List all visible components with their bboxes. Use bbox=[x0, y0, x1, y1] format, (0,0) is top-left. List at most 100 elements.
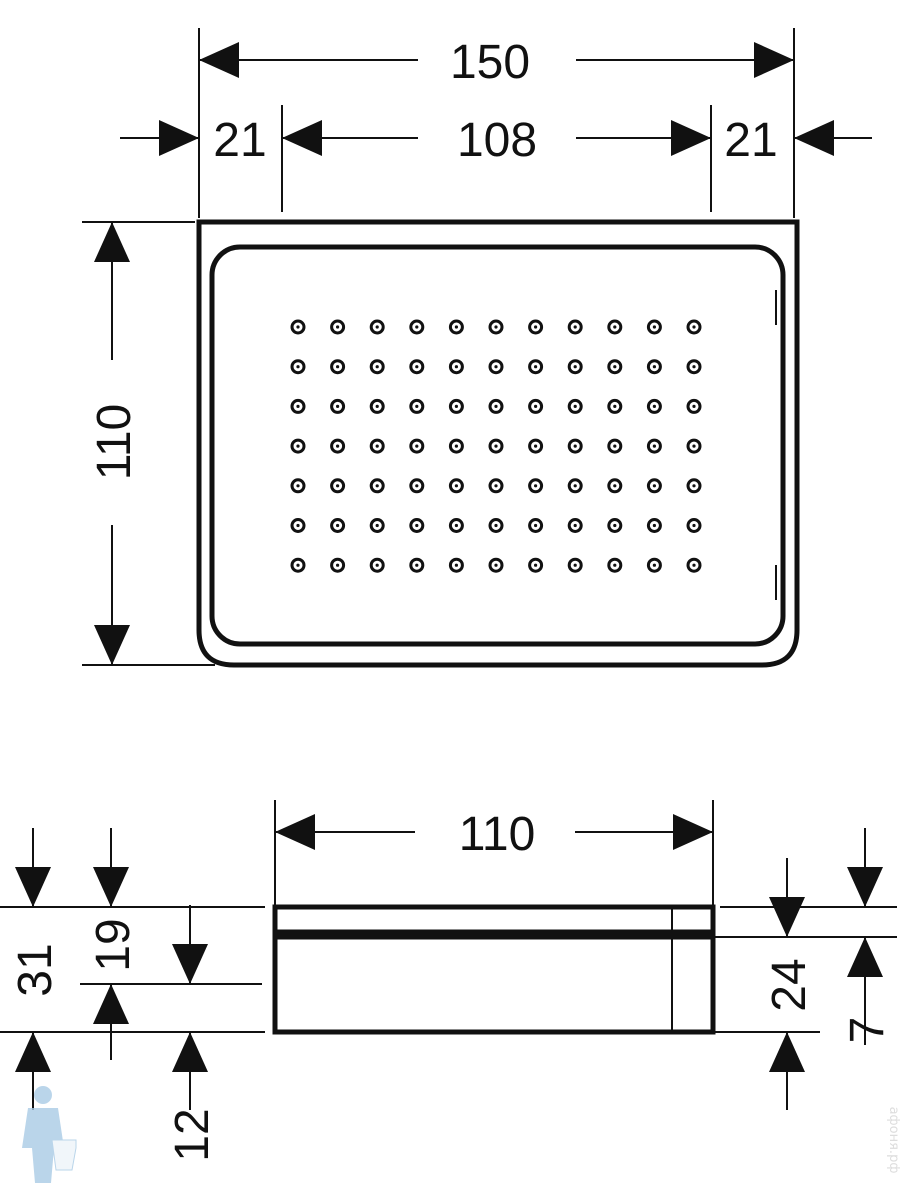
drain-hole bbox=[290, 319, 306, 335]
drain-hole-center bbox=[296, 563, 300, 567]
drain-hole-center bbox=[454, 444, 458, 448]
drain-hole-center bbox=[336, 404, 340, 408]
drain-hole-center bbox=[296, 444, 300, 448]
drain-hole-center bbox=[375, 325, 379, 329]
drain-hole-grid bbox=[290, 319, 702, 573]
drain-hole bbox=[369, 518, 385, 533]
drain-hole bbox=[488, 398, 504, 414]
drain-hole-center bbox=[494, 365, 498, 369]
watermark-text: афоня.рф bbox=[886, 1107, 900, 1174]
drain-hole bbox=[369, 438, 385, 454]
drain-hole-center bbox=[296, 365, 300, 369]
drain-hole-center bbox=[613, 563, 617, 567]
drain-hole bbox=[686, 518, 702, 533]
drain-hole-center bbox=[296, 523, 300, 528]
drain-hole-center bbox=[613, 523, 617, 528]
drain-hole-center bbox=[415, 325, 419, 329]
drain-hole bbox=[607, 518, 623, 533]
dim-lower-offset: 12 bbox=[166, 1108, 219, 1161]
drain-hole-center bbox=[692, 444, 696, 448]
drain-hole-center bbox=[573, 325, 577, 329]
drain-hole-center bbox=[336, 484, 340, 488]
drain-hole-center bbox=[415, 404, 419, 408]
drain-hole bbox=[290, 518, 306, 533]
tray-top-view bbox=[196, 219, 800, 668]
dim-body-height: 24 bbox=[763, 958, 816, 1011]
drain-hole bbox=[330, 478, 346, 494]
drain-hole bbox=[409, 518, 425, 533]
drain-hole-center bbox=[534, 404, 538, 408]
drain-hole-center bbox=[573, 484, 577, 488]
drain-hole bbox=[607, 319, 623, 335]
dimension-lines bbox=[14, 42, 883, 1110]
drain-hole bbox=[488, 557, 504, 573]
dim-left-margin: 21 bbox=[213, 114, 266, 167]
drain-hole bbox=[330, 438, 346, 454]
drain-hole-center bbox=[494, 444, 498, 448]
drain-hole bbox=[409, 438, 425, 454]
drain-hole bbox=[528, 398, 544, 414]
drain-hole bbox=[528, 518, 544, 533]
drain-hole-center bbox=[336, 523, 340, 528]
drain-hole-center bbox=[613, 444, 617, 448]
drain-hole-center bbox=[692, 404, 696, 408]
drain-hole bbox=[369, 319, 385, 335]
drain-hole-center bbox=[415, 365, 419, 369]
drain-hole bbox=[686, 319, 702, 335]
drain-hole bbox=[369, 478, 385, 494]
drain-hole bbox=[646, 438, 662, 454]
drain-hole-center bbox=[573, 404, 577, 408]
dim-upper-height: 19 bbox=[87, 918, 140, 971]
drain-hole bbox=[567, 478, 583, 494]
drain-hole-center bbox=[336, 365, 340, 369]
drain-hole bbox=[409, 478, 425, 494]
drain-hole-center bbox=[534, 365, 538, 369]
drain-hole bbox=[369, 557, 385, 573]
drain-hole bbox=[646, 557, 662, 573]
drain-hole bbox=[646, 398, 662, 414]
drain-hole bbox=[409, 398, 425, 414]
drain-hole-center bbox=[692, 484, 696, 488]
drain-hole bbox=[567, 438, 583, 454]
drain-hole-center bbox=[375, 484, 379, 488]
drain-hole bbox=[369, 359, 385, 375]
drain-hole bbox=[567, 398, 583, 414]
drain-hole-center bbox=[534, 523, 538, 528]
drain-hole-center bbox=[573, 523, 577, 528]
drain-hole bbox=[330, 319, 346, 335]
drain-hole-center bbox=[454, 484, 458, 488]
drain-hole-center bbox=[336, 325, 340, 329]
drain-hole-center bbox=[652, 484, 657, 488]
drain-hole-center bbox=[534, 484, 538, 488]
drain-hole bbox=[488, 478, 504, 494]
dim-inner-width: 108 bbox=[457, 114, 537, 167]
drain-hole bbox=[607, 478, 623, 494]
drain-hole-center bbox=[375, 444, 379, 448]
drain-hole-center bbox=[375, 404, 379, 408]
drain-hole-center bbox=[573, 365, 577, 369]
drain-hole bbox=[290, 557, 306, 573]
drain-hole bbox=[448, 518, 464, 533]
drain-hole-center bbox=[652, 325, 657, 329]
drain-hole-center bbox=[534, 444, 538, 448]
drain-hole bbox=[330, 557, 346, 573]
drain-hole-center bbox=[652, 523, 657, 528]
drain-hole-center bbox=[692, 563, 696, 567]
drain-hole-center bbox=[692, 365, 696, 369]
drain-hole-center bbox=[415, 563, 419, 567]
drain-hole-center bbox=[375, 563, 379, 567]
drain-hole-center bbox=[296, 325, 300, 329]
drain-hole-center bbox=[652, 365, 657, 369]
drain-hole-center bbox=[534, 563, 538, 567]
drain-hole bbox=[448, 478, 464, 494]
drain-hole-center bbox=[415, 523, 419, 528]
drain-hole bbox=[528, 319, 544, 335]
drain-hole-center bbox=[454, 325, 458, 329]
drain-hole-center bbox=[494, 325, 498, 329]
drain-hole-center bbox=[296, 404, 300, 408]
drain-hole-center bbox=[652, 444, 657, 448]
dim-right-margin: 21 bbox=[724, 114, 777, 167]
drain-hole bbox=[528, 557, 544, 573]
plumber-watermark-logo bbox=[22, 1086, 77, 1183]
